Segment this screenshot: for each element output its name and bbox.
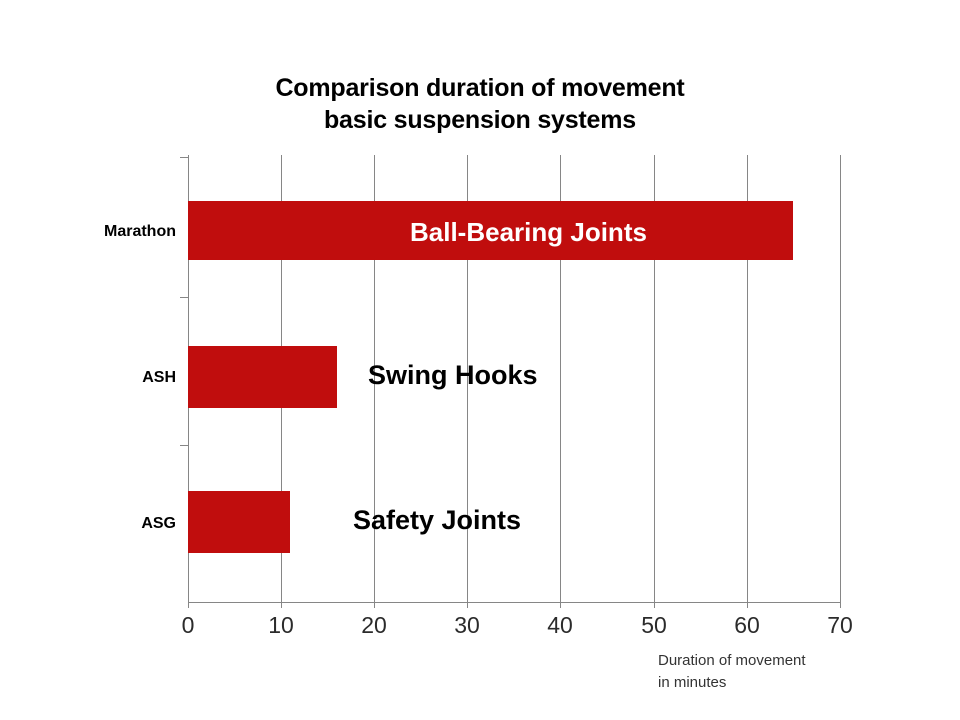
bar-marathon[interactable] [188,201,793,260]
x-tick-label-30: 30 [454,612,480,638]
gridline-50 [654,155,655,602]
x-axis-label-line-2: in minutes [658,673,727,691]
x-tick-label-10: 10 [268,612,294,638]
bar-asg[interactable] [188,491,290,553]
bar-label-ash: Swing Hooks [368,360,538,390]
y-axis-tick-2 [180,445,188,446]
x-tick-label-20: 20 [361,612,387,638]
bar-label-asg: Safety Joints [353,505,522,535]
x-tick-label-70: 70 [827,612,853,638]
x-tick-label-60: 60 [734,612,760,638]
category-axis-labels: Marathon ASH ASG [0,0,176,720]
gridline-40 [560,155,561,602]
bar-ash[interactable] [188,346,337,408]
gridline-70 [840,155,841,602]
x-tick-50 [654,602,655,608]
x-axis-label: Duration of movement in minutes [658,650,806,694]
bar-label-marathon: Ball-Bearing Joints [410,217,647,247]
chart-title: Comparison duration of movement basic su… [0,72,960,136]
x-axis-line [188,602,841,603]
x-tick-30 [467,602,468,608]
gridline-60 [747,155,748,602]
chart-title-line-1: Comparison duration of movement [275,74,685,102]
plot-area: Ball-Bearing Joints Swing Hooks Safety J… [188,155,841,602]
gridline-20 [374,155,375,602]
x-tick-label-40: 40 [547,612,573,638]
category-label-ash: ASH [142,369,176,386]
x-tick-70 [840,602,841,608]
category-label-marathon: Marathon [104,223,176,240]
category-label-asg: ASG [141,515,176,532]
x-tick-60 [747,602,748,608]
gridline-30 [467,155,468,602]
x-tick-20 [374,602,375,608]
x-tick-label-0: 0 [181,612,195,638]
chart-title-line-2: basic suspension systems [323,106,636,134]
x-tick-10 [281,602,282,608]
y-axis-tick-1 [180,297,188,298]
x-tick-label-50: 50 [641,612,667,638]
x-tick-0 [188,602,189,608]
x-axis-label-line-1: Duration of movement [658,652,806,669]
y-axis-tick-top [180,157,188,158]
x-tick-40 [560,602,561,608]
